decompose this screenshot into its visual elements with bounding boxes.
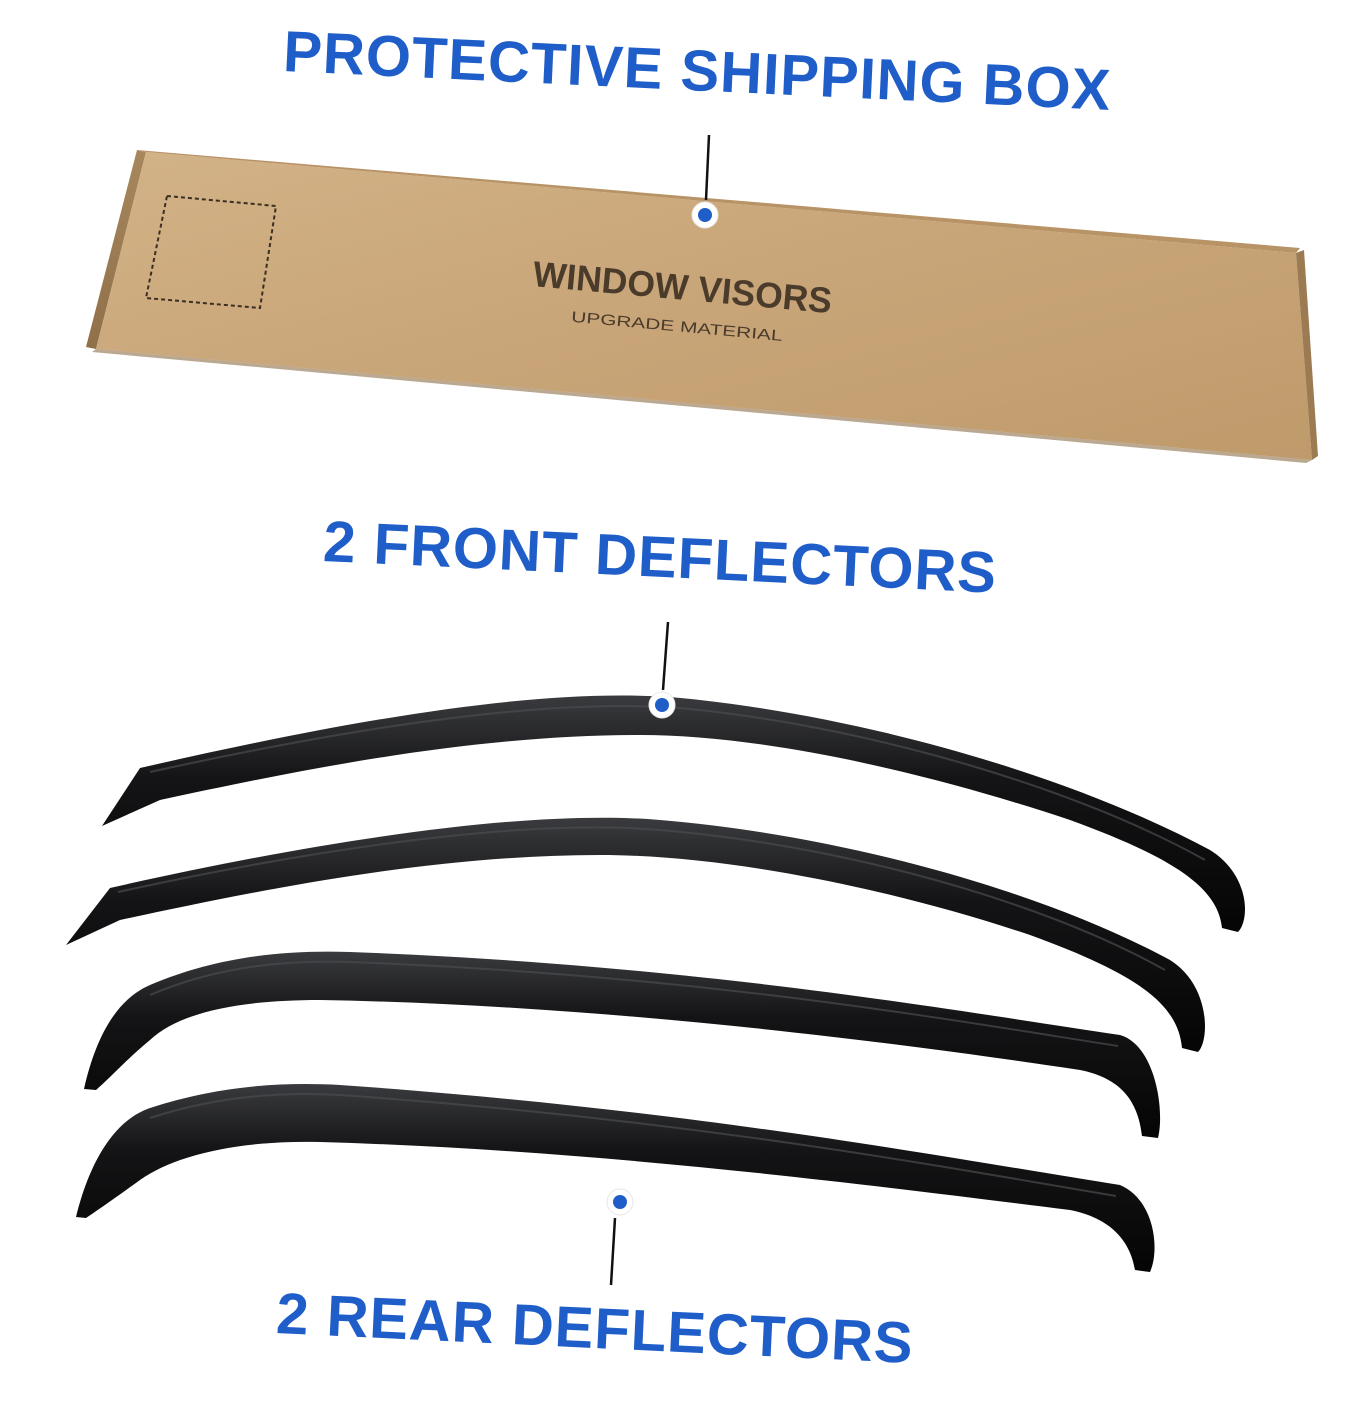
callout-pointer-box [691,134,719,229]
callout-pointer-front [648,621,676,719]
front-deflector-1 [102,695,1245,932]
rear-deflector-2 [76,1084,1155,1272]
shipping-box: WINDOW VISORS UPGRADE MATERIAL [86,150,1318,463]
rear-deflector-1 [84,951,1161,1138]
callout-pointer-rear [606,1188,634,1286]
front-deflector-2 [66,817,1205,1052]
